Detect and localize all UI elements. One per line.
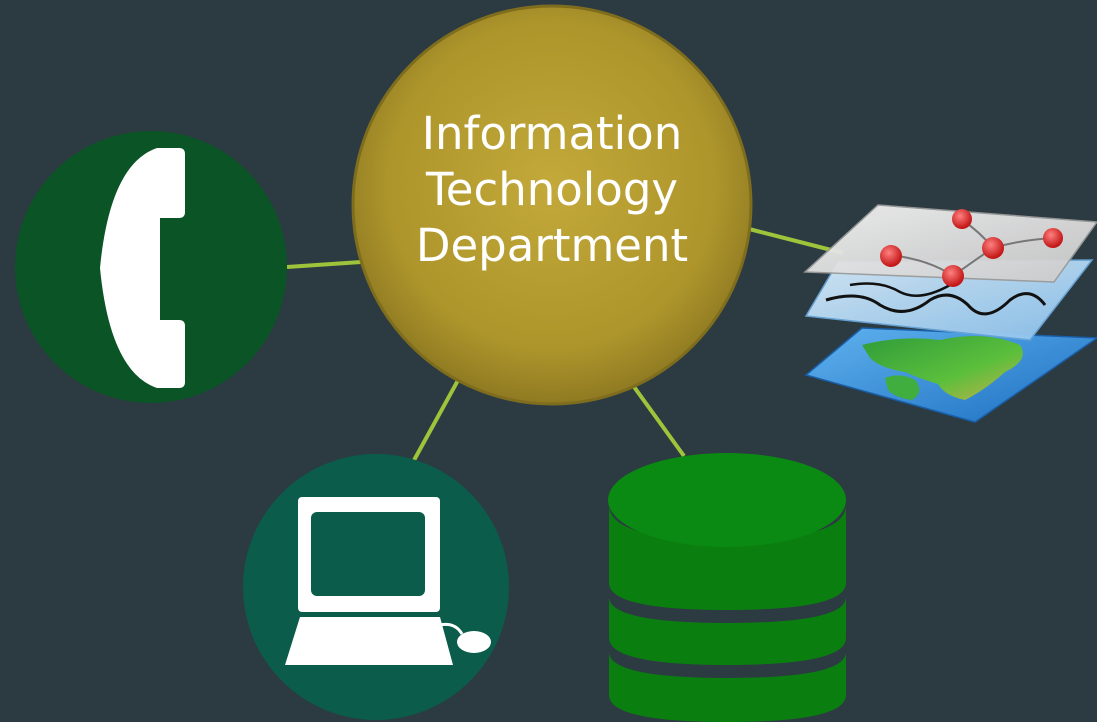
map-layers-icon (803, 204, 1097, 423)
computer-icon (285, 497, 491, 665)
map-pin-4 (1043, 228, 1063, 248)
center-circle (351, 4, 753, 406)
connector-gis (748, 227, 844, 255)
database-top (608, 453, 846, 547)
database-body-lower (609, 652, 846, 722)
database-body-upper (609, 505, 846, 610)
map-pin-5 (942, 265, 964, 287)
gis-node (803, 204, 1097, 423)
computer-node (243, 454, 509, 720)
map-route-line-1 (825, 292, 1047, 316)
map-route-line-2 (849, 282, 951, 297)
computer-screen (311, 512, 425, 596)
connector-computer (411, 372, 464, 463)
map-pin-2 (880, 245, 902, 267)
computer-keyboard (285, 617, 453, 665)
map-land-main (862, 336, 1023, 400)
telephone-icon (100, 148, 185, 388)
database-icon (608, 453, 846, 722)
map-layer-top (803, 204, 1097, 283)
map-pin-1 (952, 209, 972, 229)
database-body-middle (609, 597, 846, 665)
phone-node (15, 131, 287, 403)
map-land-small (885, 375, 920, 400)
computer-mouse (457, 631, 491, 653)
mouse-cable (439, 622, 464, 635)
map-pin-3 (982, 237, 1004, 259)
